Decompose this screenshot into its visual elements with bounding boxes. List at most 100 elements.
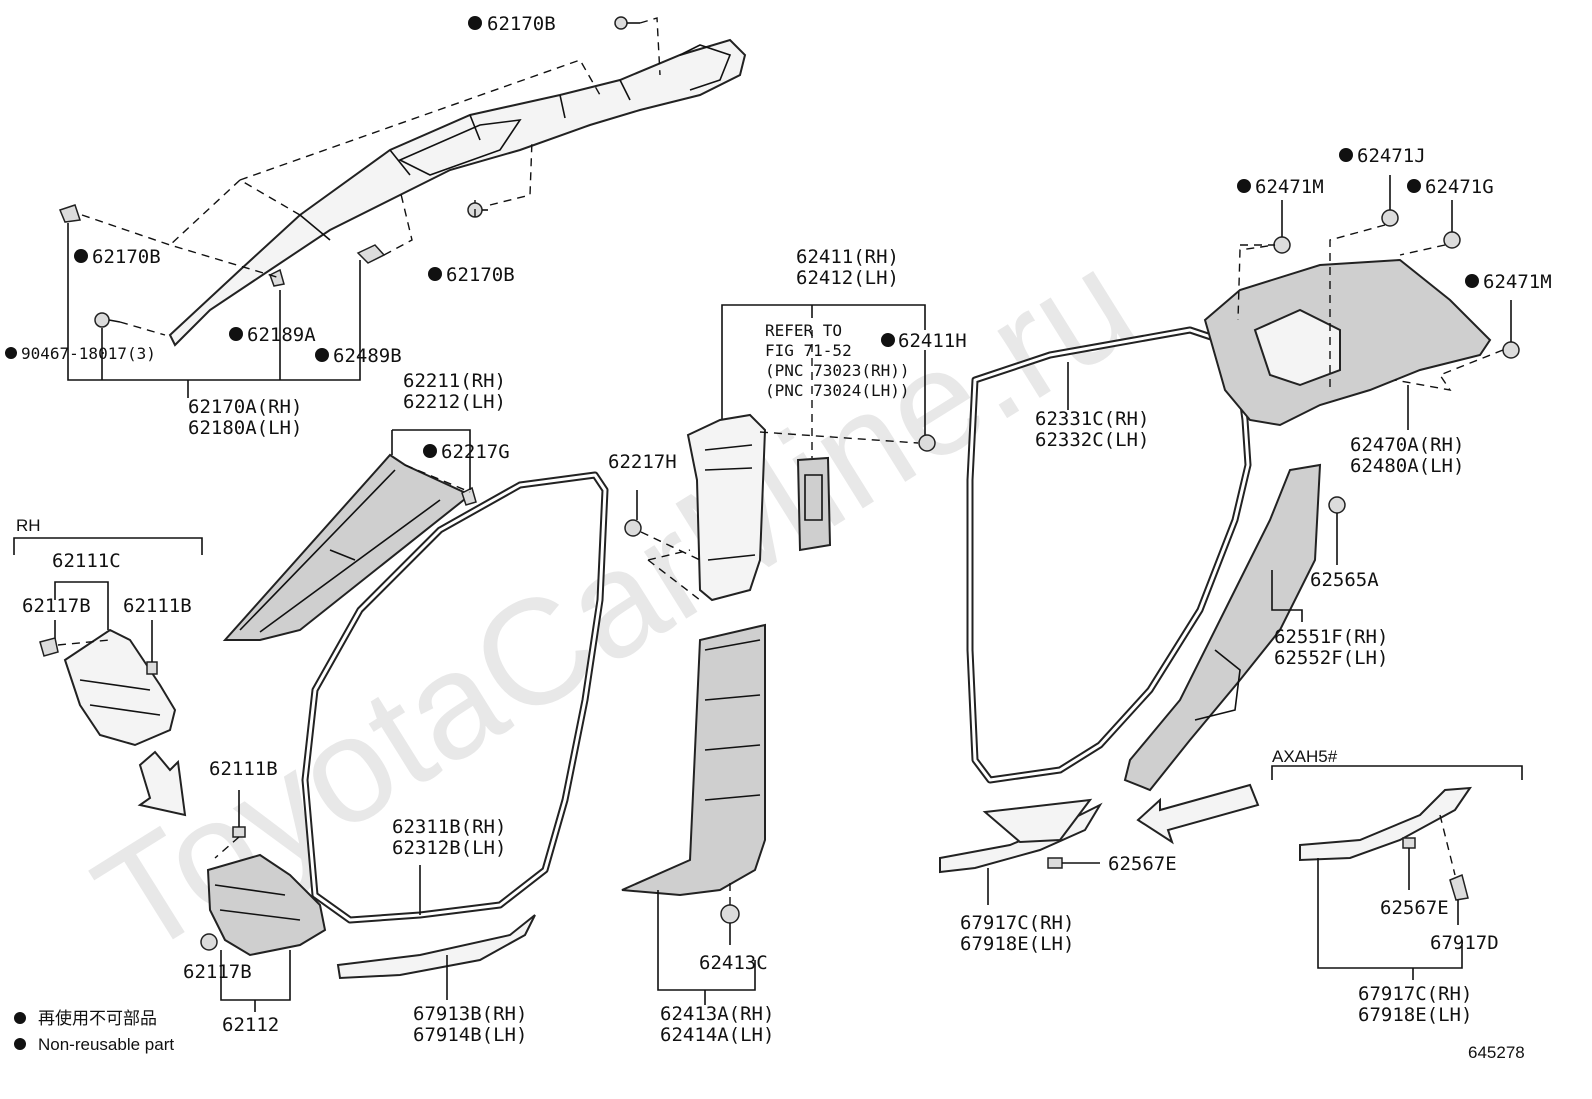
legend-line-2: Non-reusable part [38,1035,174,1054]
label-62170B-top: 62170B [468,13,556,35]
label-62112: 62112 [222,1014,279,1036]
label-62551F: 62551F(RH) [1274,626,1388,648]
label-62312B: 62312B(LH) [392,837,506,859]
svg-text:62170B: 62170B [487,13,556,35]
label-62471M-b: 62471M [1465,271,1552,293]
svg-text:90467-18017(3): 90467-18017(3) [21,344,156,363]
legend: 再使用不可部品 Non-reusable part [14,1008,174,1054]
svg-text:62217G: 62217G [441,441,510,463]
svg-text:62170B: 62170B [92,246,161,268]
clip-62567E-a [1047,857,1063,869]
label-62311B: 62311B(RH) [392,816,506,838]
label-67917C-a: 67917C(RH) [960,912,1074,934]
seat-belt-adjuster [796,456,832,552]
front-door-weatherstrip [301,471,609,924]
front-scuff-plate [336,914,536,980]
quarter-trim-upper [1203,258,1492,427]
clip-62565A [1328,496,1346,514]
clip-62170B-left [58,204,81,223]
label-62217H: 62217H [608,451,677,473]
clip-62111B-bot [232,826,246,838]
center-pillar-lower-garnish [621,623,766,897]
label-62117B-top: 62117B [22,595,91,617]
clip-62117B-bot [200,933,218,951]
label-62211: 62211(RH) [403,370,506,392]
center-pillar-upper-garnish [686,413,767,602]
label-62412: 62412(LH) [796,267,899,289]
clip-62567E-b [1402,837,1416,849]
label-67917D: 67917D [1430,932,1499,954]
label-62414A: 62414A(LH) [660,1024,774,1046]
clip-62411H [918,434,936,452]
clip-62471J [1381,209,1399,227]
label-67917C-b: 67917C(RH) [1358,983,1472,1005]
svg-text:62189A: 62189A [247,324,316,346]
label-62111C: 62111C [52,550,121,572]
svg-text:62170B: 62170B [446,264,515,286]
clip-62189A [269,268,285,287]
label-62567E-a: 62567E [1108,853,1177,875]
clip-62471M-a [1273,236,1291,254]
arrow-left-icon [1136,783,1260,845]
label-62413C: 62413C [699,952,768,974]
rear-scuff-plate [939,798,1103,874]
a-pillar-garnish [222,453,472,641]
clip-67917D [1449,873,1469,901]
bolt-90467 [94,312,121,328]
label-rh-header: RH [16,516,41,535]
label-62489B: 62489B [315,345,402,367]
svg-text:62471J: 62471J [1357,145,1426,167]
label-62170B-left: 62170B [74,246,161,268]
svg-text:62489B: 62489B [333,345,402,367]
label-62565A: 62565A [1310,569,1379,591]
quarter-trim-lower [1123,463,1322,792]
label-62567E-b: 62567E [1380,897,1449,919]
svg-text:62411H: 62411H [898,330,967,352]
label-62471M-a: 62471M [1237,176,1324,198]
svg-text:62471G: 62471G [1425,176,1494,198]
clip-62489B [356,244,386,264]
label-62413A: 62413A(RH) [660,1003,774,1025]
label-62470A: 62470A(RH) [1350,434,1464,456]
label-62411H: 62411H [881,330,967,352]
rear-scuff-plate-axah5 [1299,786,1473,862]
label-62411: 62411(RH) [796,246,899,268]
label-62332C: 62332C(LH) [1035,429,1149,451]
label-62471J: 62471J [1339,145,1426,167]
clip-62111B-top [146,661,158,675]
svg-text:62471M: 62471M [1255,176,1324,198]
label-refer-2: FIG 71-52 [765,341,852,360]
cowl-side-trim-rh [63,628,177,747]
figure-number: 645278 [1468,1043,1525,1062]
clip-62170B-top [614,16,640,30]
label-62111B-top: 62111B [123,595,192,617]
label-62480A: 62480A(LH) [1350,455,1464,477]
clip-62471M-b [1502,341,1520,359]
label-62212: 62212(LH) [403,391,506,413]
label-refer-4: (PNC 73024(LH)) [765,381,910,400]
label-62217G: 62217G [423,441,510,463]
label-62471G: 62471G [1407,176,1494,198]
label-62189A: 62189A [229,324,316,346]
arrow-down-right-icon [137,750,187,817]
label-67918E-b: 67918E(LH) [1358,1004,1472,1026]
clip-62217G [461,486,477,506]
label-62111B-bot: 62111B [209,758,278,780]
label-67918E-a: 67918E(LH) [960,933,1074,955]
label-67913B: 67913B(RH) [413,1003,527,1025]
label-62552F: 62552F(LH) [1274,647,1388,669]
clip-62471G [1443,231,1461,249]
label-refer-3: (PNC 73023(RH)) [765,361,910,380]
label-67914B: 67914B(LH) [413,1024,527,1046]
label-refer-1: REFER TO [765,321,842,340]
label-62117B-bot: 62117B [183,961,252,983]
roof-rail-airbag [168,38,747,347]
label-62180A: 62180A(LH) [188,417,302,439]
legend-line-1: 再使用不可部品 [38,1008,157,1028]
label-62170A: 62170A(RH) [188,396,302,418]
clip-62413C [720,904,740,924]
clip-62217H [624,519,642,537]
label-62331C: 62331C(RH) [1035,408,1149,430]
label-90467: 90467-18017(3) [5,344,156,363]
svg-text:62471M: 62471M [1483,271,1552,293]
